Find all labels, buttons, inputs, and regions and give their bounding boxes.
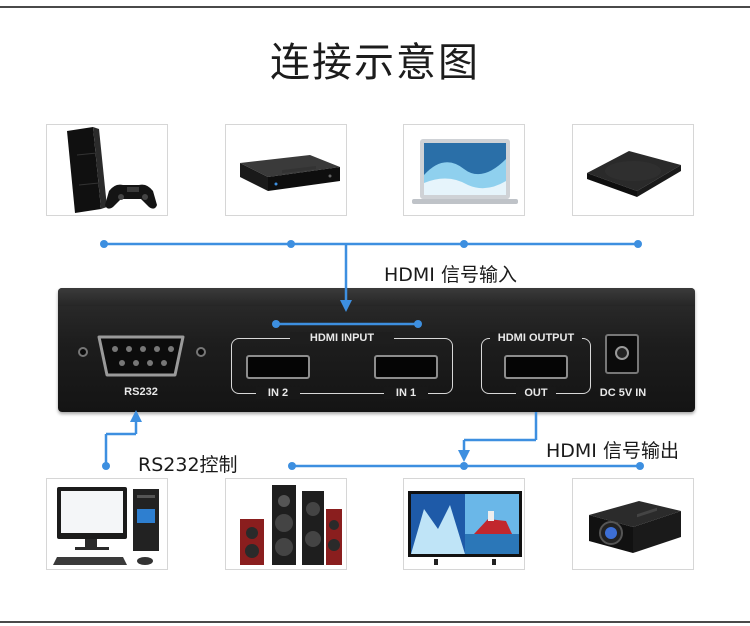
game-console-icon	[67, 127, 157, 213]
bottom-rule	[0, 621, 750, 623]
source-box-laptop	[403, 124, 525, 216]
dc-label: DC 5V IN	[599, 387, 647, 399]
top-rule	[0, 6, 750, 8]
blu-ray-player-icon	[240, 155, 340, 191]
hdmi-port-in2	[246, 355, 310, 379]
projector-icon	[589, 501, 681, 553]
hdmi-input-signal-label: HDMI 信号输入	[384, 264, 517, 286]
output-box-projector	[572, 478, 694, 570]
tv-box-icon	[587, 151, 681, 197]
in2-label: IN 2	[256, 387, 300, 399]
source-box-blu-ray	[225, 124, 347, 216]
rs232-screw-right	[196, 347, 206, 357]
hdmi-output-signal-label: HDMI 信号输出	[546, 440, 679, 462]
hdmi-output-label: HDMI OUTPUT	[490, 332, 582, 344]
out-label: OUT	[516, 387, 556, 399]
hdmi-port-out	[504, 355, 568, 379]
rs232-screw-left	[78, 347, 88, 357]
hdmi-input-label: HDMI INPUT	[290, 332, 394, 344]
rs232-control-label: RS232控制	[138, 454, 238, 476]
tv-monitor-icon	[408, 491, 522, 565]
hdmi-port-in1	[374, 355, 438, 379]
output-box-speakers	[225, 478, 347, 570]
rs232-panel-label: RS232	[124, 386, 158, 398]
output-box-tv	[403, 478, 525, 570]
dc-jack-hole-icon	[615, 346, 629, 360]
hdmi-switch-top	[58, 288, 695, 306]
laptop-icon	[412, 139, 518, 204]
output-box-computer	[46, 478, 168, 570]
page-title: 连接示意图	[270, 40, 480, 86]
in1-label: IN 1	[384, 387, 428, 399]
dc-power-jack	[605, 334, 639, 374]
desktop-computer-icon	[53, 487, 159, 565]
speaker-system-icon	[240, 485, 342, 565]
source-box-game-console	[46, 124, 168, 216]
source-box-tv-box	[572, 124, 694, 216]
rs232-port	[97, 335, 185, 377]
